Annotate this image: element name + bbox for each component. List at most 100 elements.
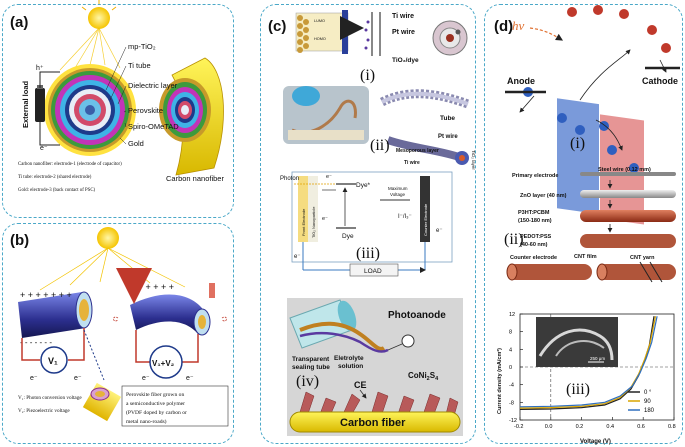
fiber-inset	[82, 382, 122, 422]
c-iv-meter	[401, 334, 415, 348]
v1-meter	[40, 346, 68, 374]
load-wire	[39, 71, 60, 88]
a-hplus: h⁺	[36, 65, 44, 72]
a-caption-2: Ti tube: electrode-2 (shared electrode)	[18, 175, 92, 180]
y-tick-label: 12	[509, 312, 515, 318]
chart-series	[519, 316, 658, 410]
layer-label-1: mp-TiO₂	[128, 42, 156, 51]
b-legend-1: V₁: Photon conversion voltage	[18, 395, 82, 401]
anode-label: Anode	[507, 76, 535, 86]
p3ht-layer	[580, 210, 676, 222]
v1v2-meter	[149, 345, 183, 379]
c-sub-i: (i)	[360, 67, 375, 84]
b-minus-row: - - - - - - -	[20, 338, 52, 347]
carbon-fiber-label: Carbon fiber	[340, 417, 406, 429]
pedot-layer	[580, 234, 676, 248]
cnt-yarn-label: CNT yarn	[630, 255, 655, 261]
external-load-battery	[35, 88, 45, 122]
step-p3ht: P3HT:PCBM(150-180 nm)	[518, 210, 552, 224]
c-sub-iv: (iv)	[296, 373, 319, 390]
front-electrode	[298, 176, 308, 242]
x-tick-label: 0.2	[576, 424, 584, 430]
load-label: LOAD	[364, 268, 382, 275]
legend-label-1: 90	[644, 399, 651, 405]
tio2-np-label: TiO₂ Nanoparticle	[311, 206, 316, 238]
svg-text:e⁻: e⁻	[142, 375, 150, 382]
layer-label-3: Dielectric layer	[128, 81, 178, 90]
a-eminus: e⁻	[40, 145, 48, 152]
hv-arrow	[529, 27, 564, 41]
y-tick-label: 0	[509, 365, 512, 371]
donor-block	[557, 98, 599, 215]
pt-wire-label-ii: Pt wire	[438, 134, 458, 140]
redox-label: I⁻/I₃⁻	[398, 214, 412, 220]
layer-label-2: Ti tube	[128, 61, 151, 70]
photon-label: Photon	[280, 176, 299, 182]
panel-c-label: (c)	[268, 18, 287, 35]
front-electrode-label: Front Electrode	[301, 208, 306, 236]
c-iii-e-left: e⁻	[294, 254, 301, 260]
sun-icon-b	[97, 227, 119, 249]
svg-text:e⁻: e⁻	[326, 174, 332, 180]
y-tick-label: -4	[509, 383, 514, 389]
cross-section-center	[85, 105, 95, 115]
a-caption-3: Gold: electrode-3 (back contact of PSC)	[18, 188, 96, 193]
c-i-particles	[297, 15, 309, 53]
layer-label-7: Carbon nanofiber	[166, 174, 224, 183]
y-tick-label: -12	[509, 418, 517, 424]
tube-label: Tube	[440, 115, 455, 122]
b-circuit-left	[21, 338, 40, 361]
light-beams	[59, 27, 121, 71]
step-zno: ZnO layer (40 nm)	[520, 193, 567, 199]
sem-inset: 250 μm	[536, 317, 618, 367]
layer-labels: mp-TiO₂ Ti tube Dielectric layer Perovsk…	[128, 42, 224, 183]
d-sub-iii: (iii)	[566, 381, 590, 398]
cnt-film-fiber	[508, 264, 592, 280]
counter-electrode	[420, 176, 430, 242]
external-load-label: External load	[21, 80, 30, 128]
steel-wire	[580, 172, 676, 176]
x-tick-label: 0.4	[606, 424, 614, 430]
coni2s4-label: CoNi2S4	[408, 371, 439, 382]
chart-xlabel: Voltage (V)	[580, 439, 611, 445]
y-tick-label: 4	[509, 347, 512, 353]
dye-label: Dye	[342, 233, 354, 240]
panel-a: h⁺ e⁻ External load mp-TiO₂ Ti tube Diel…	[18, 0, 224, 193]
acceptor-label: A	[620, 101, 629, 115]
svg-text:e⁻: e⁻	[186, 375, 194, 382]
step-pedot: PEDOT:PSS(40-60 nm)	[520, 234, 552, 248]
a-captions: Carbon nanofiber: electrode-1 (electrode…	[18, 162, 122, 193]
homo-label: HOMO	[314, 37, 326, 41]
bent-fiber	[130, 294, 205, 334]
straight-fiber	[18, 292, 86, 338]
x-tick-label: -0.2	[514, 424, 523, 430]
photoanode-label: Photoanode	[388, 310, 446, 321]
x-tick-label: 0.6	[637, 424, 645, 430]
c-i-dye-cluster	[364, 20, 370, 50]
a-caption-1: Carbon nanofiber: electrode-1 (electrode…	[18, 162, 122, 167]
panel-a-label: (a)	[10, 14, 29, 31]
legend-label-2: 180	[644, 408, 655, 414]
hv-label: hν	[512, 18, 525, 33]
fiber-note-box	[121, 385, 229, 427]
d-sub-i: (i)	[570, 135, 585, 152]
step-primary-electrode: Primary electrode	[512, 173, 558, 179]
tio2-dye-label: TiO₂/dye	[392, 57, 419, 64]
steel-wire-label: Steel wire (0.12 mm)	[598, 167, 651, 173]
load-box	[349, 263, 399, 277]
d-flow-arrows	[519, 49, 667, 151]
d-sub-ii: (ii)	[504, 231, 524, 248]
layer-leader-lines	[105, 46, 127, 145]
pt-wire-label: Pt wire	[392, 29, 415, 36]
tio2-nanoparticle	[308, 176, 318, 242]
b-circuit-right	[135, 330, 152, 363]
ti-wire-label: Ti wire	[392, 13, 414, 20]
fiber-note: Perovskite fiber grown on a semiconducti…	[126, 391, 188, 425]
